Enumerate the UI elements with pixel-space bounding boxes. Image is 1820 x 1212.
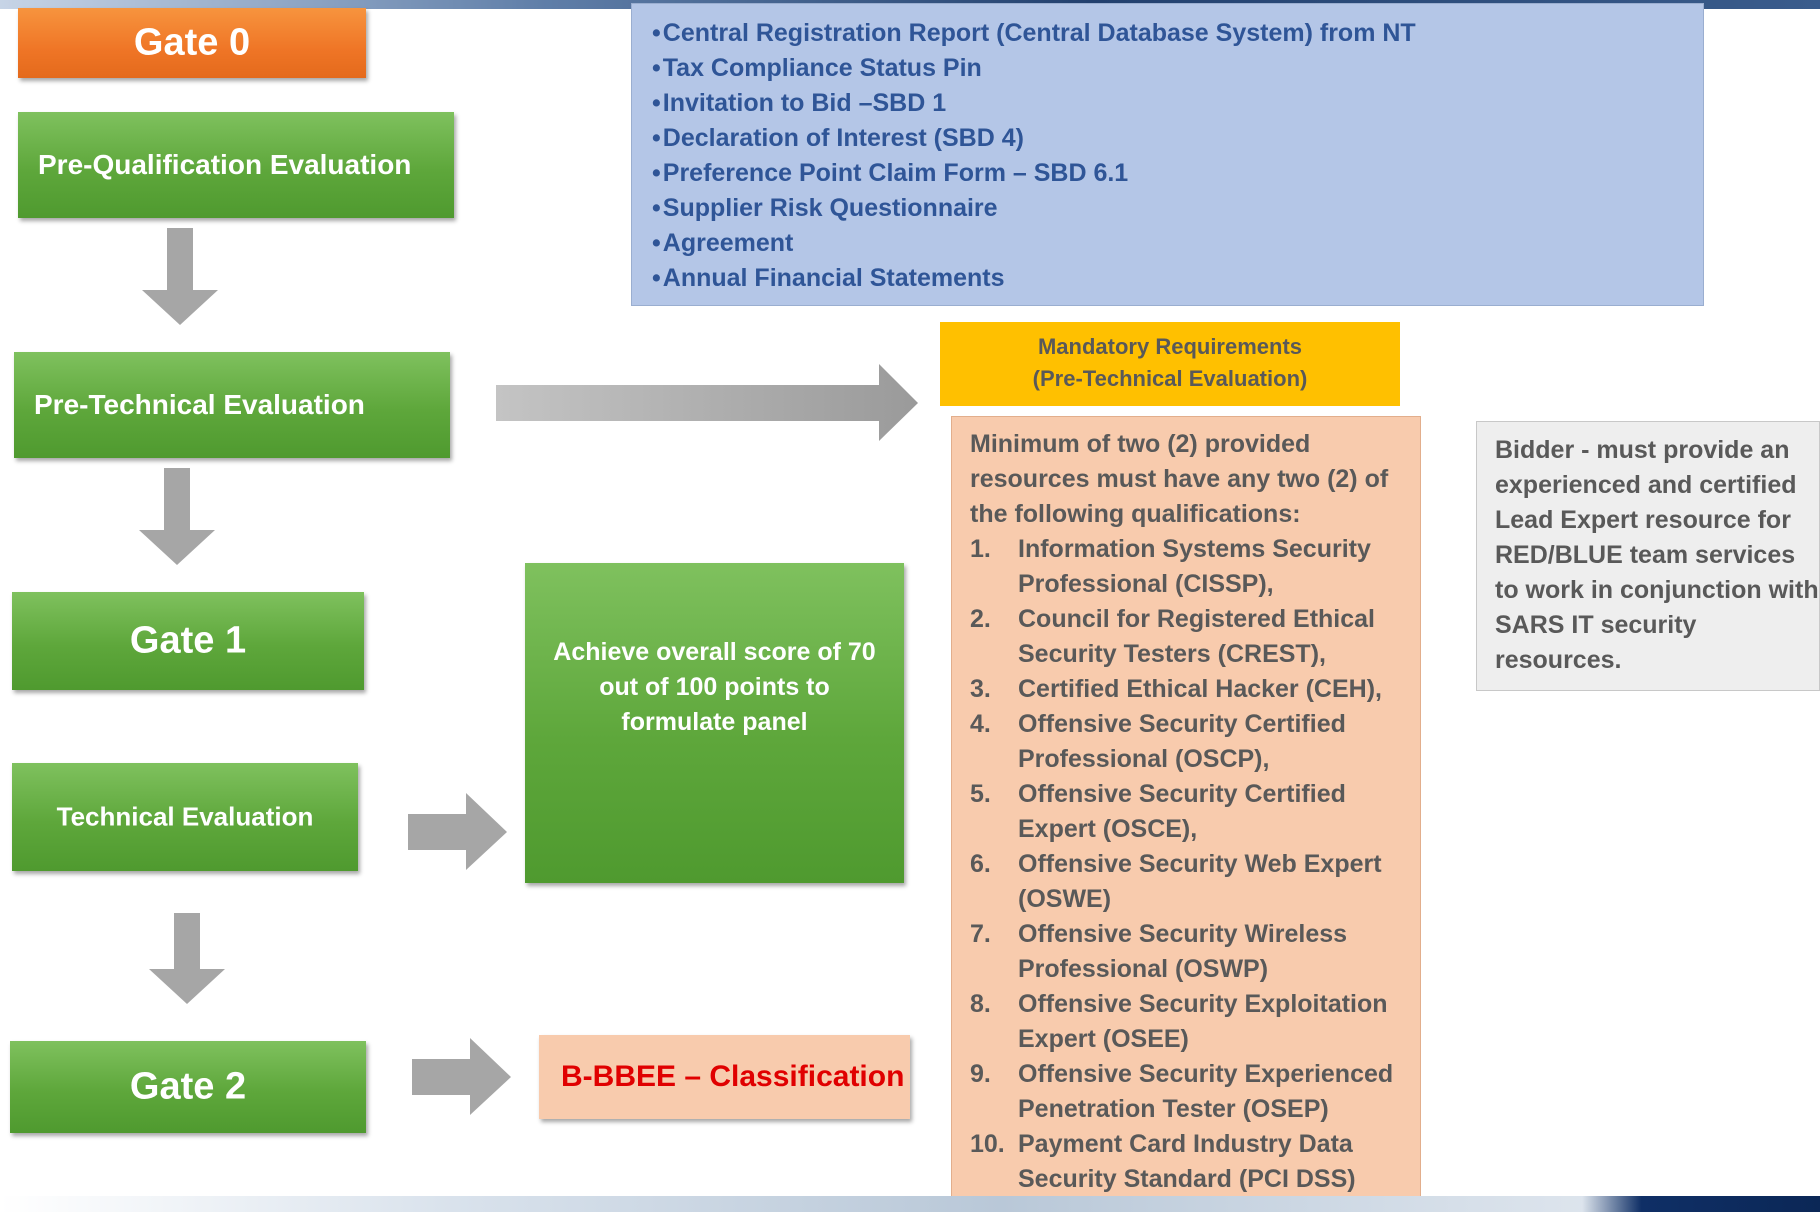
qualification-number: 6. — [970, 850, 991, 878]
right-arrow-icon — [496, 364, 918, 441]
qualification-item: 8. Offensive Security Exploitation Expert… — [970, 987, 1408, 1057]
technical-evaluation-node: Technical Evaluation — [12, 763, 358, 871]
qualification-item: 2. Council for Registered Ethical Securit… — [970, 602, 1408, 672]
gate-0-label: Gate 0 — [133, 21, 251, 64]
pre-qualification-node: Pre-Qualification Evaluation — [18, 112, 454, 218]
technical-evaluation-label: Technical Evaluation — [56, 801, 314, 832]
qualification-text: Offensive Security Wireless Professional… — [1018, 920, 1348, 983]
qualifications-box: Minimum of two (2) provided resources mu… — [951, 416, 1421, 1212]
pre-technical-label: Pre-Technical Evaluation — [34, 389, 365, 420]
document-item: Declaration of Interest (SBD 4) — [652, 121, 1703, 156]
gate-1-label: Gate 1 — [129, 619, 247, 662]
gate-2-node: Gate 2 — [10, 1041, 366, 1133]
document-item: Invitation to Bid –SBD 1 — [652, 86, 1703, 121]
qualification-number: 9. — [970, 1060, 991, 1088]
qualification-text: Payment Card Industry Data Security Stan… — [1018, 1130, 1356, 1193]
qualification-text: Offensive Security Certified Expert (OSC… — [1018, 780, 1346, 843]
footer-logo — [1582, 1196, 1820, 1212]
document-item: Central Registration Report (Central Dat… — [652, 16, 1703, 51]
qualification-item: 10. Payment Card Industry Data Security S… — [970, 1127, 1408, 1197]
qualification-item: 1. Information Systems Security Professio… — [970, 532, 1408, 602]
qualification-number: 8. — [970, 990, 991, 1018]
bbbee-classification-label: B-BBEE – Classification — [561, 1060, 905, 1093]
qualification-item: 3. Certified Ethical Hacker (CEH), — [970, 672, 1408, 707]
down-arrow-icon — [149, 913, 225, 1004]
required-documents-list: Central Registration Report (Central Dat… — [652, 16, 1703, 296]
qualification-item: 5. Offensive Security Certified Expert (O… — [970, 777, 1408, 847]
qualification-number: 4. — [970, 710, 991, 738]
down-arrow-icon — [139, 468, 215, 565]
qualification-number: 7. — [970, 920, 991, 948]
pre-technical-node: Pre-Technical Evaluation — [14, 352, 450, 458]
document-item: Agreement — [652, 226, 1703, 261]
document-item: Annual Financial Statements — [652, 261, 1703, 296]
mandatory-requirements-subtitle: (Pre-Technical Evaluation) — [1032, 366, 1308, 391]
right-arrow-icon — [408, 793, 507, 870]
bidder-requirement-text: Bidder - must provide an experienced and… — [1495, 436, 1819, 674]
right-arrow-icon — [412, 1038, 511, 1115]
gate-0-node: Gate 0 — [18, 8, 366, 78]
mandatory-requirements-header: Mandatory Requirements (Pre-Technical Ev… — [940, 322, 1400, 406]
qualification-text: Council for Registered Ethical Security … — [1018, 605, 1376, 668]
bbbee-classification-box: B-BBEE – Classification — [539, 1035, 910, 1119]
qualification-text: Offensive Security Certified Professiona… — [1018, 710, 1346, 773]
qualification-number: 1. — [970, 535, 991, 563]
qualifications-intro: Minimum of two (2) provided resources mu… — [970, 430, 1389, 528]
qualification-text: Offensive Security Experienced Penetrati… — [1018, 1060, 1394, 1123]
gate-2-label: Gate 2 — [129, 1065, 247, 1108]
qualification-text: Certified Ethical Hacker (CEH), — [1018, 675, 1382, 703]
qualification-item: 4. Offensive Security Certified Professio… — [970, 707, 1408, 777]
bidder-requirement-note: Bidder - must provide an experienced and… — [1476, 421, 1820, 691]
qualification-item: 7. Offensive Security Wireless Profession… — [970, 917, 1408, 987]
qualification-number: 2. — [970, 605, 991, 633]
qualification-item: 6. Offensive Security Web Expert (OSWE) — [970, 847, 1408, 917]
pre-qualification-label: Pre-Qualification Evaluation — [38, 149, 412, 180]
document-item: Tax Compliance Status Pin — [652, 51, 1703, 86]
qualification-number: 10. — [970, 1130, 1005, 1158]
score-threshold-text: Achieve overall score of 70 out of 100 p… — [553, 638, 876, 736]
score-threshold-box: Achieve overall score of 70 out of 100 p… — [525, 563, 904, 883]
mandatory-requirements-title: Mandatory Requirements — [1037, 334, 1303, 359]
qualification-text: Offensive Security Exploitation Expert (… — [1018, 990, 1388, 1053]
footer-band — [0, 1196, 1820, 1212]
qualification-number: 3. — [970, 675, 991, 703]
qualification-text: Information Systems Security Professiona… — [1018, 535, 1371, 598]
required-documents-box: Central Registration Report (Central Dat… — [631, 3, 1704, 306]
document-item: Supplier Risk Questionnaire — [652, 191, 1703, 226]
gate-1-node: Gate 1 — [12, 592, 364, 690]
qualifications-list: 1. Information Systems Security Professio… — [970, 532, 1408, 1197]
qualification-number: 5. — [970, 780, 991, 808]
qualification-item: 9. Offensive Security Experienced Penetra… — [970, 1057, 1408, 1127]
qualification-text: Offensive Security Web Expert (OSWE) — [1018, 850, 1382, 913]
down-arrow-icon — [142, 228, 218, 325]
document-item: Preference Point Claim Form – SBD 6.1 — [652, 156, 1703, 191]
